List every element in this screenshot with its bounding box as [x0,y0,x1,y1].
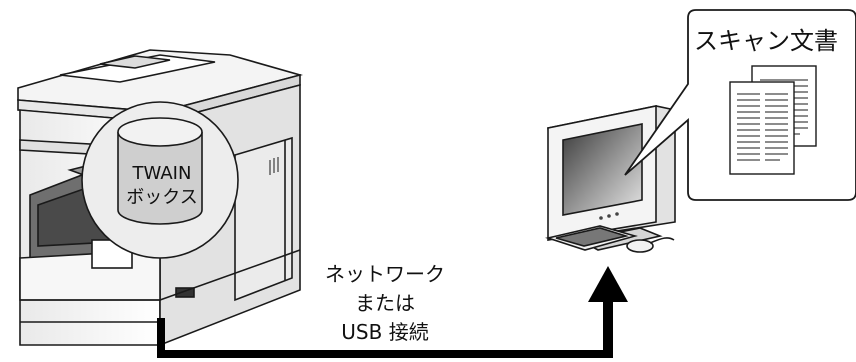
scanned-document-title: スキャン文書 [694,27,838,55]
computer-icon [545,105,676,253]
document-icon [729,65,817,175]
twain-label-line1: TWAIN [132,163,192,184]
connection-arrow [157,266,628,358]
connection-label-line2: または [355,291,415,315]
database-cylinder-icon [117,117,203,225]
twain-box-label: TWAIN ボックス [112,162,212,210]
connection-label: ネットワーク または USB 接続 [300,260,470,347]
connection-label-line1: ネットワーク [325,262,445,286]
scanned-document-bubble [624,9,856,201]
connection-label-line3: USB 接続 [341,320,429,344]
twain-label-line2: ボックス [126,187,198,208]
twain-box-callout [81,101,239,259]
arrow-head-icon [588,266,628,302]
